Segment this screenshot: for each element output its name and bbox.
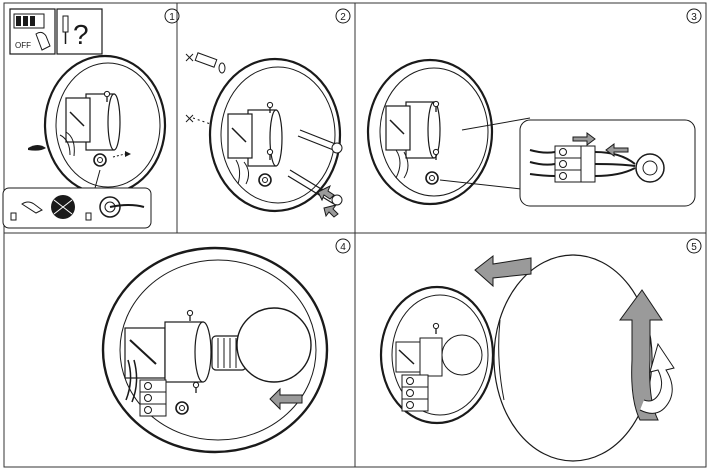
panel-3: 3: [366, 8, 702, 207]
question-mark: ?: [73, 19, 89, 50]
light-bulb: [236, 307, 312, 383]
glass-shade: [493, 254, 653, 462]
panel-1: 1 OFF ?: [2, 8, 180, 229]
step-number-circle: [686, 8, 702, 24]
push-arrow-icon: [474, 254, 532, 288]
push-arrow-icon: [572, 132, 596, 146]
lamp-holder: [227, 109, 283, 167]
push-arrow-icon: [269, 387, 303, 411]
panel-4: 4: [101, 238, 351, 454]
step-number-circle: [164, 8, 180, 24]
step-number: 2: [340, 12, 346, 23]
breaker-switch-off-icon: OFF: [9, 8, 56, 55]
panel-2: 2: [185, 8, 351, 218]
step-number-circle: [686, 238, 702, 254]
light-bulb: [441, 334, 483, 376]
terminal-detail-callout: [519, 119, 696, 207]
step-number: 5: [691, 242, 697, 253]
panel-5: 5: [379, 238, 702, 462]
step-number: 4: [340, 242, 346, 253]
off-label: OFF: [15, 41, 31, 50]
detail-callout: [2, 187, 152, 229]
step-number-circle: [335, 8, 351, 24]
cable-end: [28, 145, 46, 151]
step-number: 3: [691, 12, 697, 23]
terminal-block: [554, 145, 582, 183]
push-arrow-icon: [323, 204, 339, 218]
wall-plug-icon: [185, 52, 226, 74]
lamp-holder: [385, 101, 441, 159]
push-arrow-icon: [317, 184, 335, 202]
rotate-arrow-icon: [639, 342, 675, 414]
push-arrow-icon: [605, 143, 629, 157]
screw-and-plug-icon: ?: [56, 8, 103, 55]
lamp-holder: [65, 93, 121, 151]
step-number-circle: [335, 238, 351, 254]
panel-borders: [3, 2, 707, 468]
step-number: 1: [169, 12, 175, 23]
